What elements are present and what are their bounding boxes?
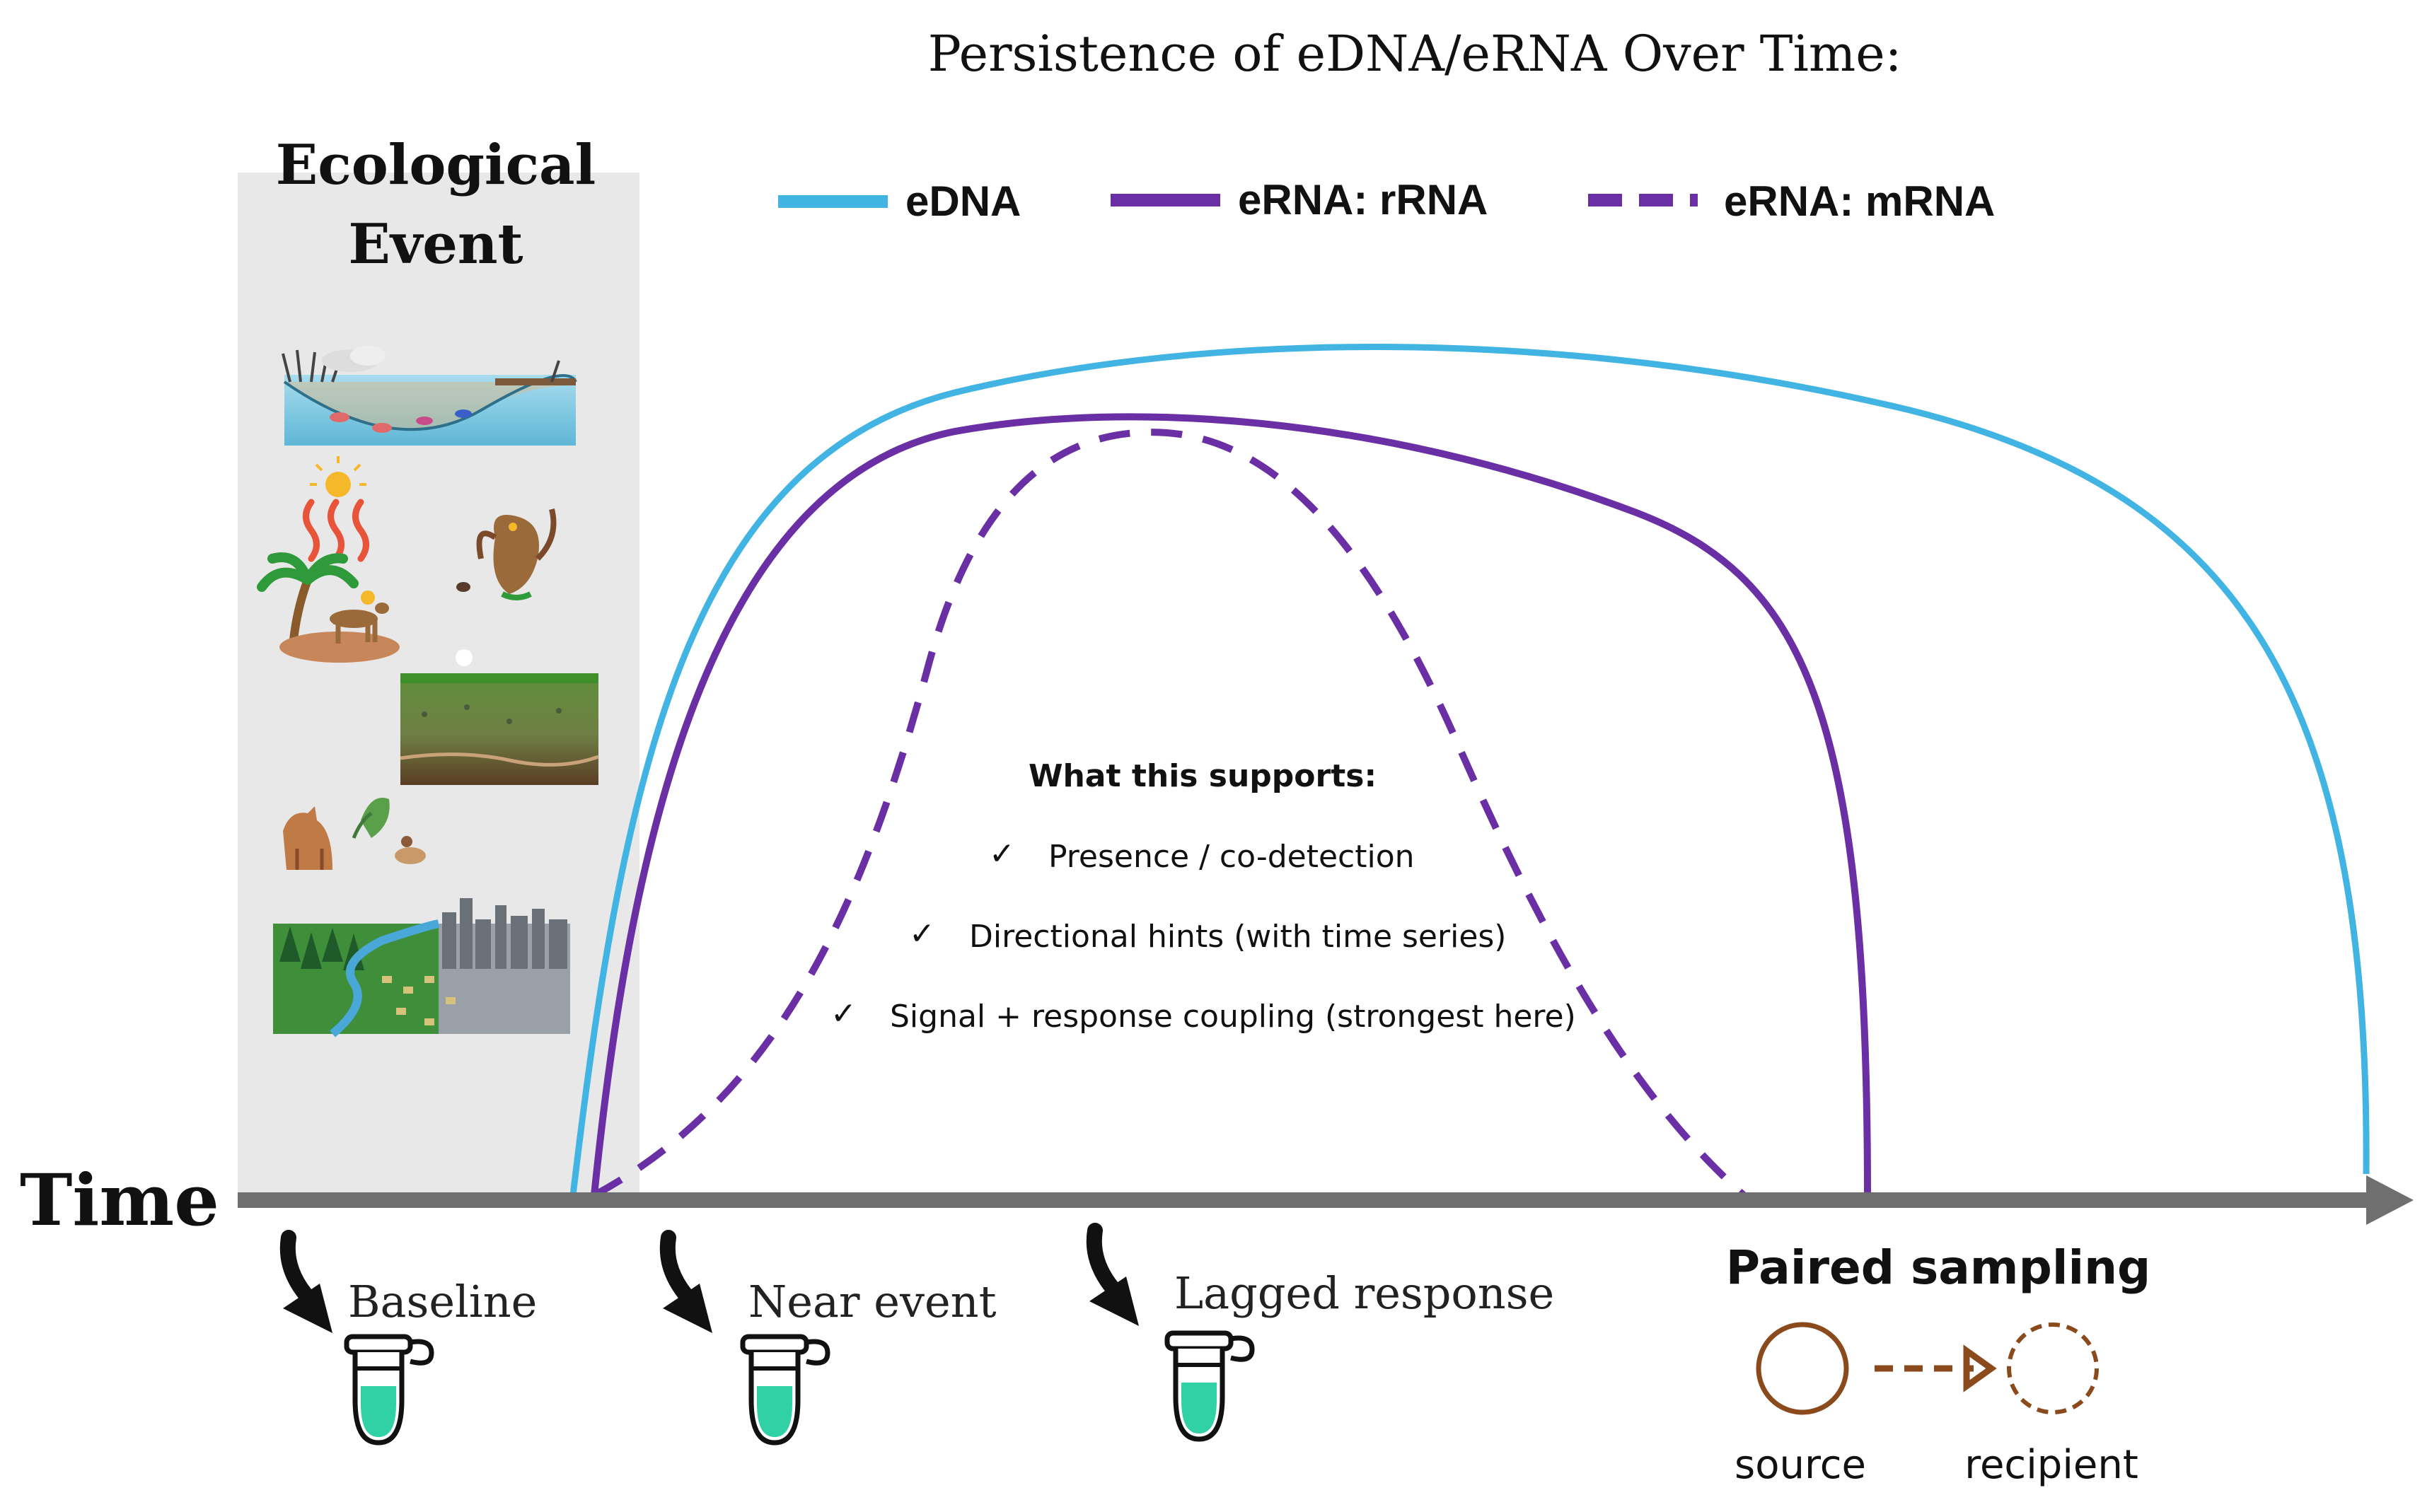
supports-item-2: Directional hints (with time series) (969, 919, 1506, 955)
paired-label-source: source (1735, 1442, 1866, 1488)
sampling-label-lagged: Lagged response (1174, 1267, 1554, 1319)
supports-check-3: ✓ (830, 996, 857, 1032)
sampling-label-near-event: Near event (748, 1276, 997, 1327)
curve-rrna (591, 413, 1871, 1196)
chart-title: Persistence of eDNA/eRNA Over Time: (928, 25, 1902, 83)
source-circle (1756, 1322, 1849, 1415)
soil-icon (400, 649, 599, 785)
legend-label-mrna: eRNA: mRNA (1724, 178, 1995, 225)
paired-sampling: Paired sampling source recipient (1726, 1240, 2151, 1488)
pond-icon (282, 346, 577, 446)
curved-arrow-icon (659, 1230, 712, 1333)
sampling-near-event: Near event (659, 1230, 997, 1446)
sample-tube-icon (1164, 1330, 1255, 1442)
sample-tube-icon (740, 1334, 830, 1446)
paired-arrowhead (1963, 1344, 1997, 1392)
owl-icon (456, 508, 557, 600)
time-axis-arrowhead (2366, 1175, 2414, 1225)
legend-label-rrna: eRNA: rRNA (1238, 176, 1488, 223)
sampling-lagged: Lagged response (1086, 1223, 1554, 1442)
event-title-line1: Ecological (276, 133, 596, 197)
curve-mrna (592, 429, 1747, 1199)
sampling-baseline: Baseline (279, 1230, 537, 1446)
legend-label-edna: eDNA (905, 178, 1021, 225)
sample-tube-icon (344, 1334, 434, 1446)
sampling-label-baseline: Baseline (348, 1276, 537, 1327)
curved-arrow-icon (1086, 1223, 1139, 1326)
supports-item-3: Signal + response coupling (strongest he… (890, 999, 1576, 1035)
dog-icon (283, 798, 426, 870)
legend: eDNA eRNA: rRNA eRNA: mRNA (778, 176, 1995, 225)
paired-title: Paired sampling (1726, 1240, 2151, 1295)
supports-heading: What this supports: (1029, 758, 1377, 794)
recipient-circle (2007, 1322, 2099, 1414)
curve-edna (569, 344, 2370, 1196)
paired-label-recipient: recipient (1964, 1442, 2138, 1488)
supports-check-2: ✓ (909, 916, 935, 952)
supports-box: What this supports: ✓ Presence / co-dete… (830, 758, 1576, 1035)
supports-check-1: ✓ (989, 836, 1015, 872)
supports-item-1: Presence / co-detection (1048, 839, 1415, 875)
drought-icon (257, 456, 400, 663)
landscape-city-icon (273, 898, 570, 1037)
axis-label-time: Time (20, 1158, 219, 1242)
curved-arrow-icon (279, 1230, 332, 1333)
event-title-line2: Event (348, 212, 523, 277)
